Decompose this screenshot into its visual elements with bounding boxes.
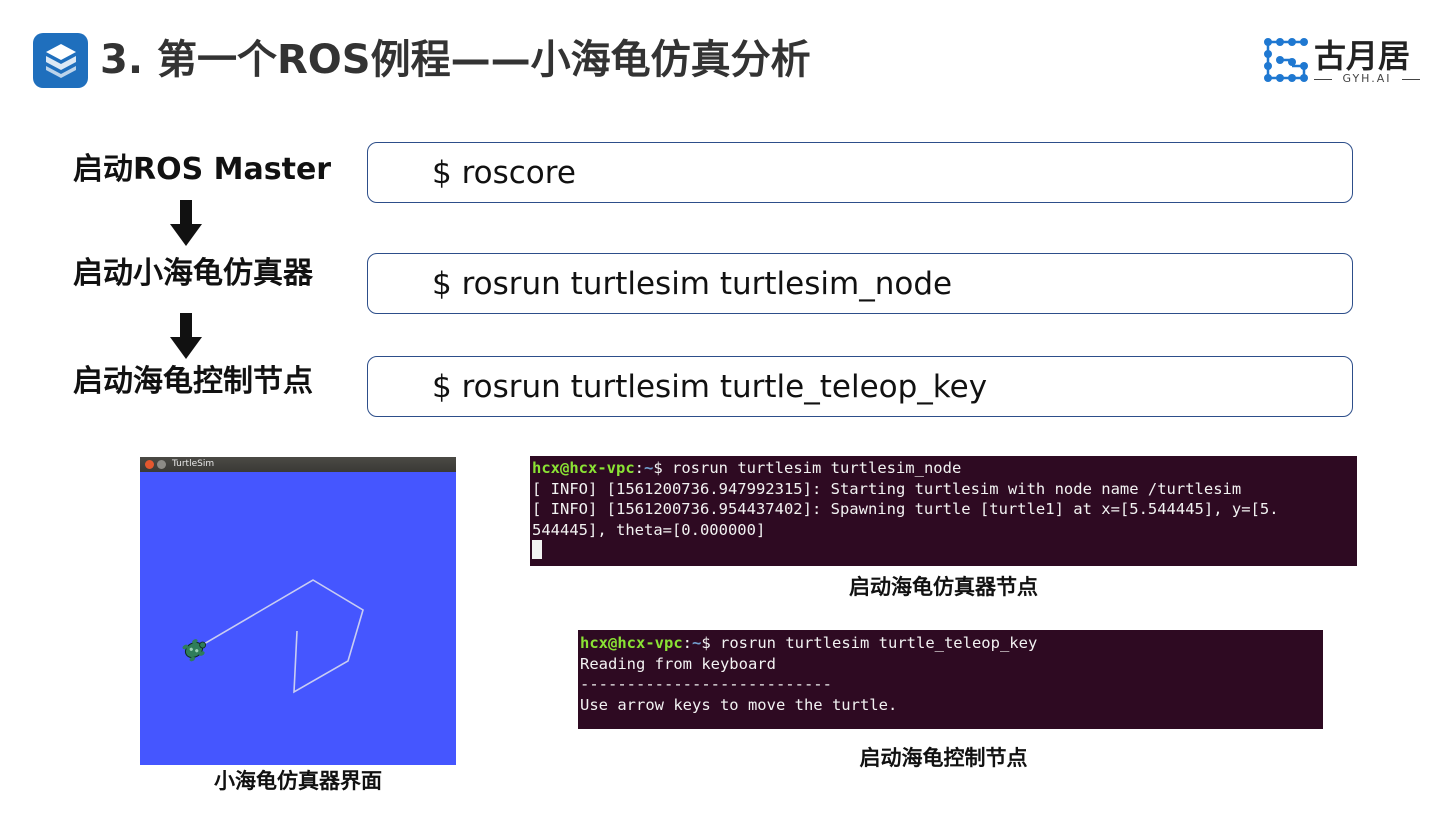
step-label-teleop: 启动海龟控制节点	[73, 364, 313, 399]
terminal-command: rosrun turtlesim turtle_teleop_key	[720, 634, 1038, 652]
prompt-separator: :	[682, 634, 692, 652]
turtlesim-window: TurtleSim	[140, 457, 456, 765]
terminal-teleop-key[interactable]: hcx@hcx-vpc:~$ rosrun turtlesim turtle_t…	[578, 630, 1323, 729]
terminal-output-line: ---------------------------	[580, 675, 832, 693]
terminal-node-caption: 启动海龟仿真器节点	[849, 575, 1038, 599]
command-box-turtlesim-node: $ rosrun turtlesim turtlesim_node	[367, 253, 1353, 314]
terminal-prompt-line: hcx@hcx-vpc:~$ rosrun turtlesim turtlesi…	[532, 458, 1355, 479]
brand-name: 古月居	[1314, 37, 1411, 75]
prompt-path: ~	[644, 459, 654, 477]
command-text: $ rosrun turtlesim turtle_teleop_key	[432, 369, 988, 405]
page-title: 3. 第一个ROS例程——小海龟仿真分析	[100, 37, 811, 83]
s-logo-icon	[45, 43, 76, 78]
window-title: TurtleSim	[172, 459, 215, 469]
down-arrow-icon	[170, 200, 202, 246]
terminal-teleop-caption: 启动海龟控制节点	[859, 746, 1028, 770]
prompt-end: $	[653, 459, 673, 477]
terminal-turtlesim-node[interactable]: hcx@hcx-vpc:~$ rosrun turtlesim turtlesi…	[530, 456, 1357, 566]
brand-subtitle: GYH.AI	[1314, 72, 1420, 86]
turtle-icon	[182, 639, 207, 662]
window-titlebar: TurtleSim	[140, 457, 456, 472]
terminal-output-line: Reading from keyboard	[580, 654, 776, 673]
turtlesim-canvas	[182, 579, 364, 694]
command-box-teleop-key: $ rosrun turtlesim turtle_teleop_key	[367, 356, 1353, 417]
step-label-simulator: 启动小海龟仿真器	[73, 256, 313, 291]
prompt-user: hcx@hcx-vpc	[580, 634, 683, 652]
command-text: $ roscore	[432, 155, 576, 191]
prompt-user: hcx@hcx-vpc	[532, 459, 635, 477]
command-text: $ rosrun turtlesim turtlesim_node	[432, 266, 953, 302]
minimize-icon[interactable]	[157, 460, 166, 469]
step-label-master: 启动ROS Master	[73, 152, 332, 187]
terminal-output-line: Use arrow keys to move the turtle.	[580, 695, 898, 714]
down-arrow-icon	[170, 313, 202, 359]
brand-logo: 古月居 GYH.AI	[1262, 36, 1422, 86]
gyh-logo-icon	[1264, 38, 1308, 82]
prompt-separator: :	[634, 459, 644, 477]
terminal-cursor	[532, 540, 542, 559]
prompt-path: ~	[692, 634, 702, 652]
terminal-prompt-line: hcx@hcx-vpc:~$ rosrun turtlesim turtle_t…	[580, 633, 1321, 654]
turtlesim-caption: 小海龟仿真器界面	[214, 769, 382, 793]
terminal-output-line: [ INFO] [1561200736.954437402]: Spawning…	[532, 500, 1279, 518]
prompt-end: $	[701, 634, 721, 652]
logo-badge	[33, 33, 88, 88]
command-box-roscore: $ roscore	[367, 142, 1353, 203]
turtle-trail	[191, 579, 364, 694]
close-icon[interactable]	[145, 460, 154, 469]
terminal-command: rosrun turtlesim turtlesim_node	[672, 459, 962, 477]
terminal-output-line: 544445], theta=[0.000000]	[532, 520, 766, 539]
terminal-cursor-line	[532, 540, 1355, 561]
terminal-output-line: [ INFO] [1561200736.947992315]: Starting…	[532, 479, 1242, 498]
